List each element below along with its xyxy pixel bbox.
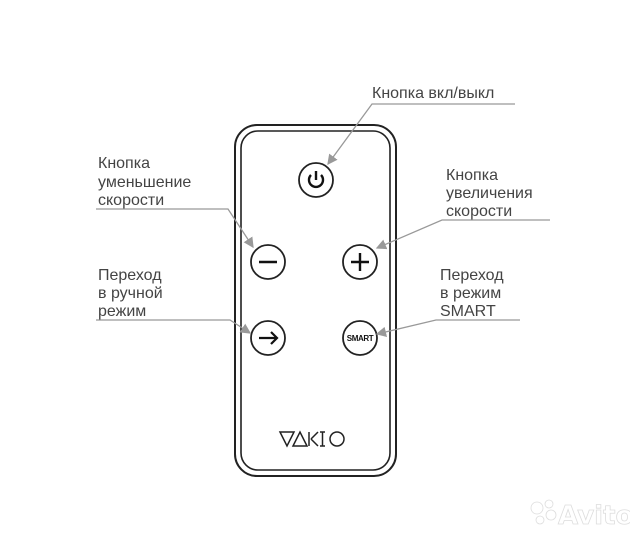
power-button[interactable] [298, 162, 334, 198]
remote-body-outer [234, 124, 397, 477]
label-decrease-speed: Кнопка уменьшение скорости [98, 155, 196, 209]
label-increase-speed: Кнопка увеличения скорости [446, 167, 537, 220]
leader-lines [96, 103, 550, 337]
avito-dots-icon [530, 499, 557, 525]
decrease-speed-button[interactable] [250, 244, 286, 280]
increase-speed-button[interactable] [342, 244, 378, 280]
smart-mode-button[interactable]: SMART [342, 320, 378, 356]
svg-text:Avito: Avito [558, 501, 630, 531]
arrow-right-icon [259, 331, 279, 345]
label-power: Кнопка вкл/выкл [372, 85, 494, 102]
label-smart-mode: Переход в режим SMART [440, 267, 508, 320]
avito-watermark: Avito [530, 499, 630, 531]
label-manual-mode: Переход в ручной режим [98, 267, 167, 320]
remote-body-inner [240, 130, 391, 471]
power-icon [307, 171, 325, 189]
vakio-logo [278, 430, 345, 448]
smart-button-label: SMART [347, 334, 374, 343]
plus-icon [351, 253, 369, 271]
manual-mode-button[interactable] [250, 320, 286, 356]
